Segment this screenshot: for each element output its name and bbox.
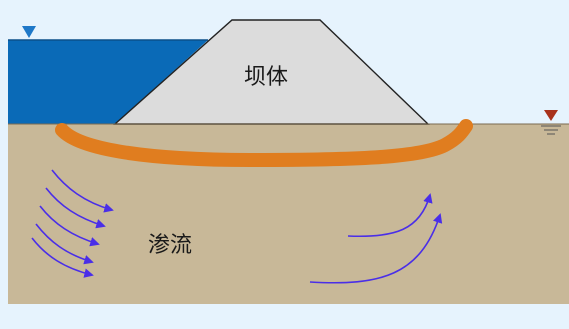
right-flow-arrows (309, 193, 443, 284)
flow-arrow (45, 187, 106, 229)
flow-arrow (31, 237, 94, 278)
flow-arrow (39, 205, 100, 247)
upstream-water-level-icon (22, 26, 36, 38)
reservoir-water (8, 40, 208, 124)
dam-body-label: 坝体 (244, 65, 288, 90)
seepage-label: 渗流 (148, 233, 192, 258)
flow-arrow (347, 193, 433, 238)
flow-arrow (35, 223, 94, 265)
flow-arrow (309, 213, 443, 284)
seepage-band (55, 119, 473, 168)
downstream-water-level-icon (541, 110, 561, 135)
left-flow-arrows (31, 169, 114, 278)
flow-arrow (51, 169, 114, 213)
